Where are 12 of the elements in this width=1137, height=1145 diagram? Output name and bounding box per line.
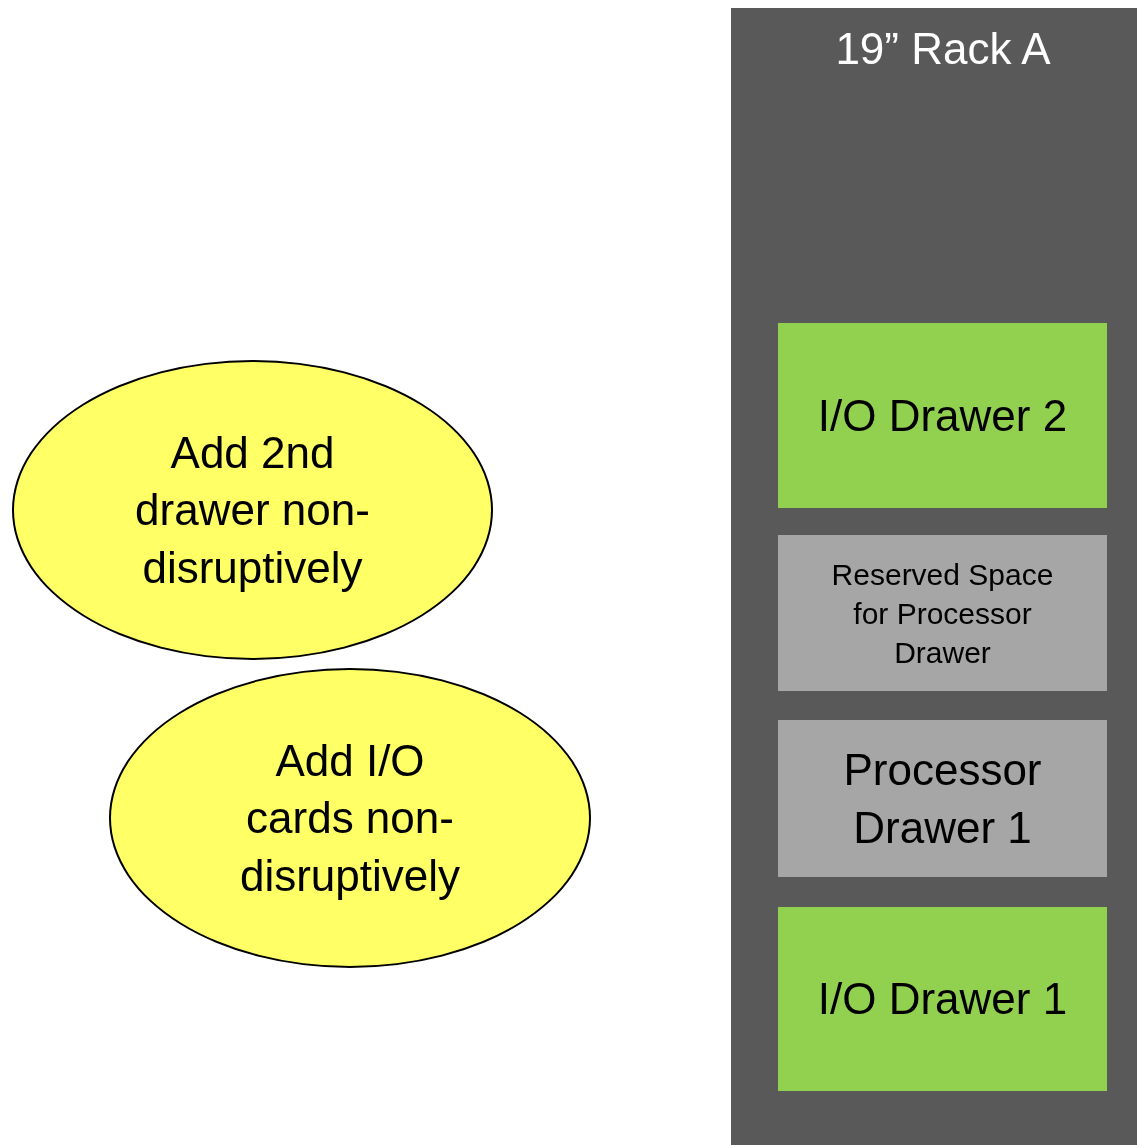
drawer-label: Processor Drawer 1	[842, 744, 1043, 854]
callout-text: Add I/O cards non-disruptively	[238, 735, 462, 902]
reserved-space-label: Reserved Space for Processor Drawer	[830, 556, 1055, 671]
reserved-space-box	[778, 535, 1107, 691]
callout-text: Add 2nd drawer non-disruptively	[134, 427, 371, 594]
rack-panel	[731, 8, 1137, 1145]
rack-title: 19” Rack A	[835, 23, 1051, 75]
drawer-label: I/O Drawer 2	[817, 389, 1068, 442]
drawer-box	[778, 907, 1107, 1091]
drawer-box	[778, 323, 1107, 508]
drawer-label: I/O Drawer 1	[817, 973, 1068, 1026]
drawer-box	[778, 720, 1107, 877]
